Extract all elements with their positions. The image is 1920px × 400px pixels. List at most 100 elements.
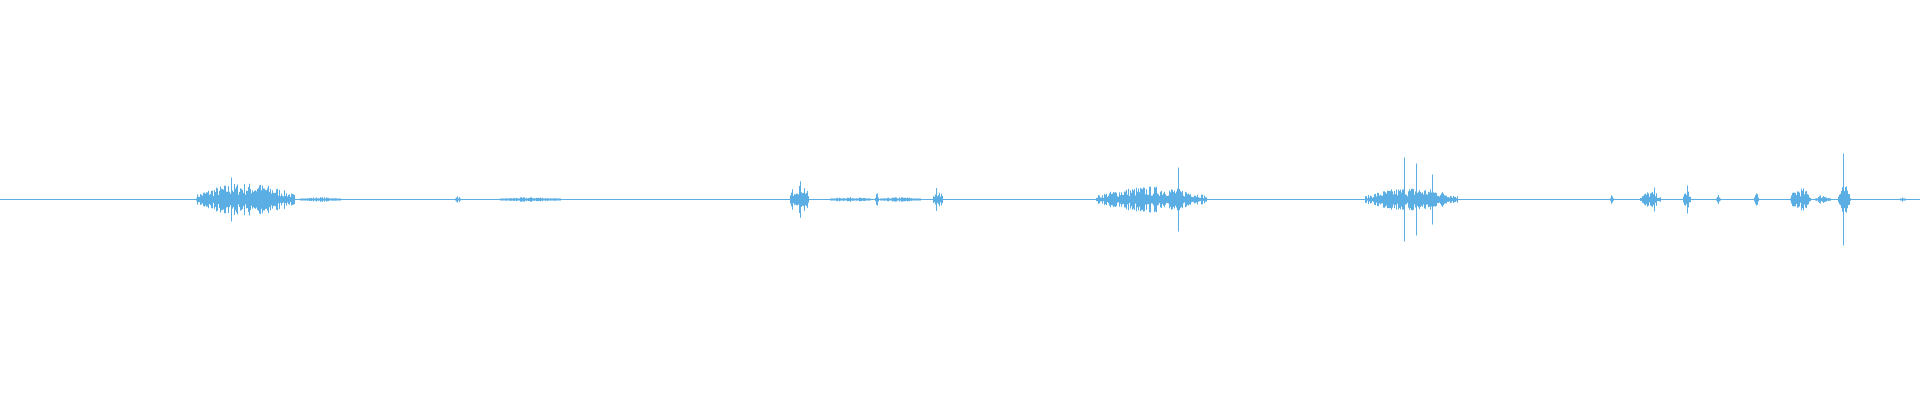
waveform-sample bbox=[1427, 194, 1428, 205]
waveform-sample bbox=[1420, 192, 1421, 207]
waveform-sample bbox=[1387, 190, 1388, 209]
waveform-sample bbox=[887, 197, 888, 202]
waveform-sample bbox=[509, 198, 510, 201]
waveform-sample bbox=[1796, 195, 1797, 204]
waveform-sample bbox=[1189, 194, 1190, 205]
waveform-sample bbox=[1445, 195, 1446, 204]
waveform-sample bbox=[272, 190, 273, 209]
waveform-sample bbox=[525, 198, 526, 201]
waveform-sample bbox=[1443, 193, 1444, 206]
waveform-sample bbox=[1405, 194, 1406, 205]
waveform-sample bbox=[537, 198, 538, 201]
waveform-sample bbox=[839, 197, 840, 202]
waveform-sample bbox=[287, 196, 288, 203]
waveform-sample bbox=[1117, 196, 1118, 203]
waveform-sample bbox=[1406, 194, 1407, 205]
waveform-sample bbox=[227, 191, 228, 208]
waveform-sample bbox=[1180, 191, 1181, 208]
waveform-sample bbox=[1651, 192, 1652, 207]
waveform-sample bbox=[1455, 196, 1456, 203]
waveform-sample bbox=[795, 194, 796, 205]
waveform-sample bbox=[252, 190, 253, 209]
waveform-sample bbox=[261, 190, 262, 209]
waveform-sample bbox=[251, 193, 252, 206]
waveform-sample bbox=[1819, 196, 1820, 203]
waveform-sample bbox=[331, 198, 332, 201]
waveform-sample bbox=[1191, 196, 1192, 203]
waveform-sample bbox=[326, 197, 327, 202]
waveform-sample bbox=[332, 198, 333, 201]
waveform-sample bbox=[1122, 194, 1123, 205]
waveform-sample bbox=[907, 197, 908, 202]
waveform-sample bbox=[1828, 197, 1829, 202]
waveform-sample bbox=[244, 183, 245, 216]
waveform-sample bbox=[220, 186, 221, 213]
waveform-sample bbox=[1407, 196, 1408, 203]
waveform-sample bbox=[1379, 195, 1380, 204]
waveform-sample bbox=[238, 194, 239, 205]
waveform-sample bbox=[1612, 196, 1613, 203]
waveform-sample bbox=[1108, 195, 1109, 204]
waveform-sample bbox=[918, 198, 919, 201]
waveform-sample bbox=[837, 197, 838, 202]
waveform-sample bbox=[1843, 153, 1844, 246]
waveform-sample bbox=[1838, 196, 1839, 203]
waveform-sample bbox=[1130, 190, 1131, 209]
waveform-sample bbox=[1201, 194, 1202, 205]
waveform-sample bbox=[898, 198, 899, 201]
waveform-sample bbox=[290, 197, 291, 202]
waveform-sample bbox=[1417, 193, 1418, 206]
waveform-sample bbox=[460, 198, 461, 201]
waveform-sample bbox=[278, 195, 279, 204]
waveform-sample bbox=[860, 197, 861, 202]
waveform-sample bbox=[1203, 198, 1204, 201]
waveform-sample bbox=[1436, 193, 1437, 206]
waveform-sample bbox=[1110, 191, 1111, 208]
waveform-sample bbox=[1127, 194, 1128, 205]
waveform-sample bbox=[793, 195, 794, 204]
waveform-sample bbox=[1383, 191, 1384, 208]
waveform-sample bbox=[938, 194, 939, 205]
waveform-sample bbox=[233, 191, 234, 208]
waveform-sample bbox=[800, 181, 801, 218]
waveform-sample bbox=[940, 196, 941, 203]
waveform-sample bbox=[792, 189, 793, 210]
waveform-sample bbox=[215, 192, 216, 207]
waveform-sample bbox=[549, 198, 550, 201]
waveform-sample bbox=[1413, 189, 1414, 210]
waveform-sample bbox=[1173, 192, 1174, 207]
waveform-sample bbox=[920, 198, 921, 201]
waveform-sample bbox=[1370, 195, 1371, 204]
waveform-sample bbox=[317, 198, 318, 201]
waveform-sample bbox=[1411, 188, 1412, 211]
waveform-sample bbox=[240, 188, 241, 211]
waveform-sample bbox=[200, 194, 201, 205]
waveform-sample bbox=[1654, 187, 1655, 212]
waveform-sample bbox=[1372, 197, 1373, 202]
waveform-sample bbox=[806, 192, 807, 207]
waveform-sample bbox=[519, 198, 520, 201]
waveform-sample bbox=[1790, 198, 1791, 201]
waveform-sample bbox=[1394, 190, 1395, 209]
waveform-bars bbox=[196, 153, 1906, 246]
waveform-sample bbox=[1815, 198, 1816, 201]
waveform-sample bbox=[285, 195, 286, 204]
waveform-sample bbox=[1658, 197, 1659, 202]
waveform-sample bbox=[1827, 198, 1828, 201]
waveform-sample bbox=[1390, 191, 1391, 208]
waveform-sample bbox=[911, 198, 912, 201]
waveform-sample bbox=[1799, 192, 1800, 207]
waveform-sample bbox=[861, 197, 862, 202]
waveform-sample bbox=[1126, 189, 1127, 210]
waveform-sample bbox=[306, 198, 307, 201]
waveform-sample bbox=[1650, 193, 1651, 206]
waveform-sample bbox=[259, 185, 260, 214]
waveform-sample bbox=[1177, 188, 1178, 211]
waveform-sample bbox=[901, 197, 902, 202]
waveform-sample bbox=[1373, 197, 1374, 202]
waveform-sample bbox=[1820, 195, 1821, 204]
waveform-sample bbox=[1426, 194, 1427, 205]
waveform-sample bbox=[1164, 191, 1165, 208]
